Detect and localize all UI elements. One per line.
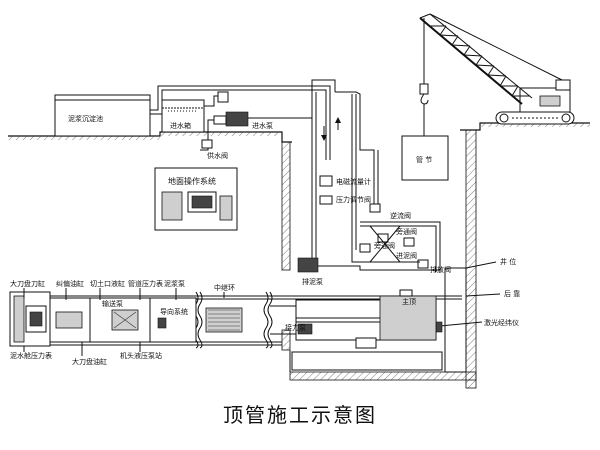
feed-valve-label: 进泥阀 <box>396 251 417 260</box>
laser-label: 激光经纬仪 <box>484 318 519 327</box>
top-label-1: 大刀盘刀缸 <box>10 279 45 288</box>
control-room: 地面操作系统 <box>154 167 238 231</box>
back-wall-label: 后 靠 <box>504 289 520 298</box>
slurry-pump: 排泥泵 <box>297 257 323 286</box>
relay-pump-label: 接力泵 <box>285 323 306 332</box>
launch-shaft <box>281 129 477 389</box>
top-label-3: 切土口液缸 <box>90 279 125 288</box>
pressure-valve-label: 压力调节阀 <box>336 195 371 204</box>
water-pump: 进水泵 供水阀 <box>200 79 336 160</box>
mud-tank-label: 泥浆沉淀池 <box>68 114 103 123</box>
reverse-valve-label: 逆流阀 <box>390 211 411 220</box>
top-label-4: 管道压力表 <box>128 279 163 288</box>
main-jack-label: 主顶 <box>402 297 416 306</box>
control-room-label: 地面操作系统 <box>168 176 216 186</box>
flow-meter-label: 电磁流量计 <box>336 177 371 186</box>
inner-label-2: 导向系统 <box>160 307 188 316</box>
bottom-label-2: 大刀盘油缸 <box>72 357 107 366</box>
slurry-pump-label: 排泥泵 <box>302 277 323 286</box>
top-label-2: 纠偏油缸 <box>56 279 84 288</box>
water-tank: 进水箱 <box>161 91 229 133</box>
shaft-labels: 井 位 后 靠 激光经纬仪 <box>431 257 520 333</box>
top-label-5: 泥浆泵 <box>164 279 185 288</box>
bottom-label-1: 泥水舱压力表 <box>10 351 52 360</box>
diagram-title: 顶管施工示意图 <box>223 403 377 427</box>
well-position-label: 井 位 <box>500 257 516 266</box>
bypass-valve-label-1: 旁通阀 <box>396 227 417 236</box>
crawler-crane: 管 节 <box>401 13 575 181</box>
bottom-label-3: 机头液压泵站 <box>120 351 162 360</box>
tbm-head: 大刀盘刀缸 纠偏油缸 切土口液缸 管道压力表 泥浆泵 中继环 输送泵 导向系统 … <box>9 279 235 366</box>
supply-valve-label: 供水阀 <box>207 151 228 160</box>
mud-settling-tank: 泥浆沉淀池 <box>54 85 331 160</box>
water-tank-label: 进水箱 <box>170 121 191 130</box>
inner-label-1: 输送泵 <box>102 299 123 308</box>
slurry-pipelines: 电磁流量计 压力调节阀 逆流阀 旁通阀 旁通阀 进泥阀 排放阀 <box>300 91 451 274</box>
water-pump-label: 进水泵 <box>252 121 273 130</box>
top-label-6: 中继环 <box>214 283 235 292</box>
pipe-section-label: 管 节 <box>416 155 432 164</box>
bypass-valve-label-2: 旁通阀 <box>374 241 395 250</box>
discharge-valve-label: 排放阀 <box>430 265 451 274</box>
